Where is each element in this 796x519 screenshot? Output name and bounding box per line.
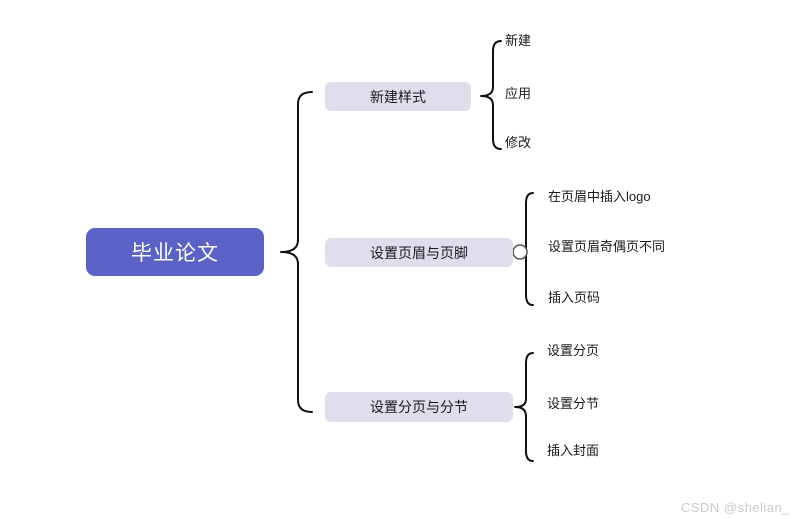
brace-branch3-icon	[514, 352, 534, 462]
leaf-item[interactable]: 应用	[505, 86, 532, 101]
leaf-item[interactable]: 新建	[505, 33, 532, 48]
root-node[interactable]: 毕业论文	[86, 228, 264, 276]
watermark: CSDN @shelian_	[680, 500, 790, 515]
brace-main-icon	[280, 91, 313, 413]
branch-node-new-style[interactable]: 新建样式	[325, 82, 471, 111]
leaf-item[interactable]: 设置分页	[547, 343, 600, 358]
leaf-item[interactable]: 修改	[505, 135, 532, 150]
leaf-item[interactable]: 设置分节	[547, 396, 600, 411]
branch-node-page-section[interactable]: 设置分页与分节	[325, 392, 513, 422]
leaf-item[interactable]: 在页眉中插入logo	[548, 189, 651, 204]
leaf-item[interactable]: 设置页眉奇偶页不同	[548, 239, 666, 254]
brace-circle-joint	[512, 244, 528, 260]
leaf-item[interactable]: 插入页码	[548, 290, 601, 305]
brace-branch1-icon	[480, 40, 502, 150]
branch-node-header-footer[interactable]: 设置页眉与页脚	[325, 238, 513, 267]
leaf-item[interactable]: 插入封面	[547, 443, 600, 458]
